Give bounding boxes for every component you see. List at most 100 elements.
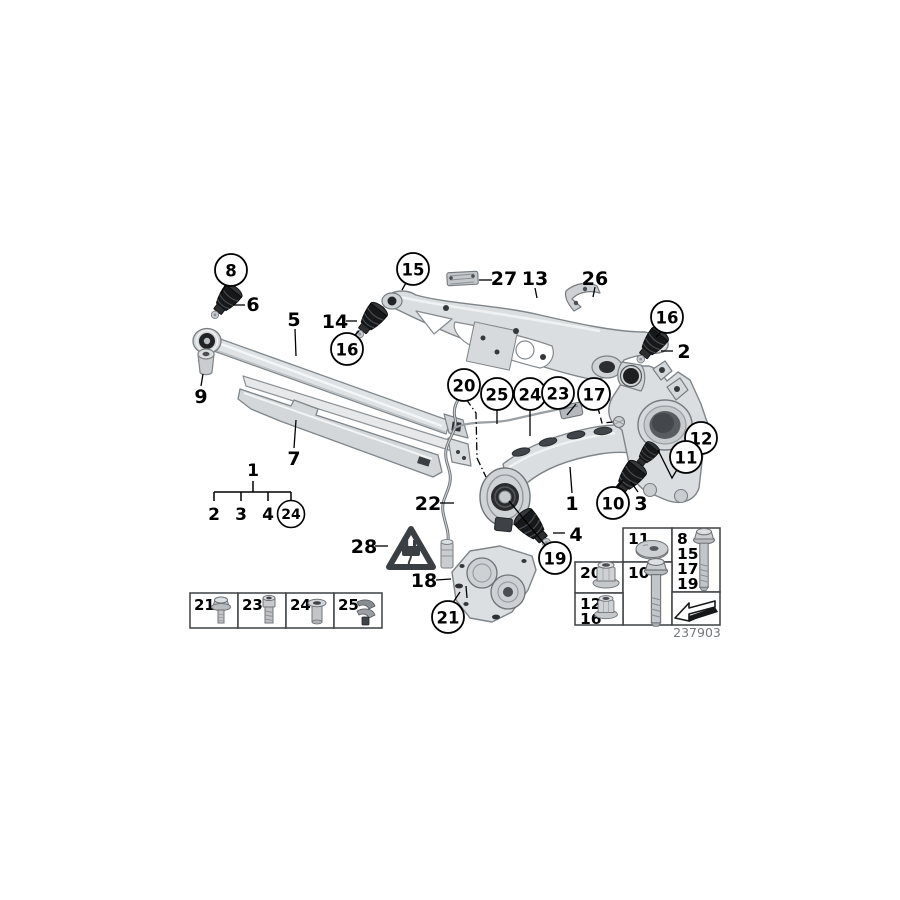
legend-cell-number[interactable]: 8 (677, 530, 688, 548)
callout-18[interactable]: 18 (411, 570, 437, 592)
callout-13[interactable]: 13 (522, 268, 548, 290)
legend-cell-box[interactable] (237, 592, 287, 629)
callout-26[interactable]: 26 (582, 268, 608, 290)
callout-27[interactable]: 27 (491, 268, 517, 290)
callout-6[interactable]: 6 (246, 294, 259, 316)
legend-cell-23[interactable]: 23 (237, 592, 287, 629)
callout-25[interactable]: 25 (480, 377, 514, 411)
part-nut-9 (197, 348, 215, 376)
callout-9[interactable]: 9 (194, 386, 207, 408)
callout-number[interactable]: 23 (547, 385, 570, 404)
legend-cell-11[interactable]: 11 (622, 527, 673, 563)
callout-23[interactable]: 23 (541, 376, 575, 410)
legend-cell-number[interactable]: 17 (677, 560, 699, 578)
callout-number[interactable]: 16 (336, 341, 359, 360)
callout-number[interactable]: 19 (544, 550, 567, 569)
legend-cell-number[interactable]: 19 (677, 575, 699, 593)
tree-child-label[interactable]: 24 (281, 507, 301, 523)
tree-child-label[interactable]: 3 (235, 505, 247, 525)
callout-number[interactable]: 2 (677, 341, 690, 363)
callout-circle[interactable] (650, 300, 684, 334)
legend-cell-21[interactable]: 21 (189, 592, 239, 629)
callout-number[interactable]: 20 (453, 377, 476, 396)
callout-number[interactable]: 6 (246, 294, 259, 316)
callout-circle[interactable] (214, 253, 248, 287)
legend-cell-number[interactable]: 24 (290, 596, 311, 614)
callout-circle[interactable] (541, 376, 575, 410)
callout-number[interactable]: 11 (675, 449, 698, 468)
callout-number[interactable]: 4 (569, 524, 582, 546)
callout-2[interactable]: 2 (677, 341, 690, 363)
callout-number[interactable]: 5 (287, 309, 300, 331)
callout-circle[interactable] (431, 600, 465, 634)
callout-14[interactable]: 14 (322, 311, 348, 333)
tree-child-circle[interactable] (276, 499, 306, 529)
leader-line (630, 481, 639, 493)
callout-5[interactable]: 5 (287, 309, 300, 331)
callout-number[interactable]: 15 (402, 261, 425, 280)
callout-number[interactable]: 24 (519, 386, 542, 405)
callout-circle[interactable] (447, 368, 481, 402)
callout-number[interactable]: 1 (565, 493, 578, 515)
callout-number[interactable]: 27 (491, 268, 517, 290)
legend-cell-box[interactable] (189, 592, 239, 629)
legend-cell-number[interactable]: 10 (628, 564, 650, 582)
callout-circle[interactable] (330, 332, 364, 366)
callout-24[interactable]: 24 (513, 377, 547, 411)
callout-circle[interactable] (538, 541, 572, 575)
callout-number[interactable]: 10 (602, 495, 625, 514)
callout-number[interactable]: 18 (411, 570, 437, 592)
callout-number[interactable]: 16 (656, 309, 679, 328)
callout-8[interactable]: 8 (214, 253, 248, 287)
callout-number[interactable]: 21 (437, 609, 460, 628)
callout-number[interactable]: 26 (582, 268, 608, 290)
callout-22[interactable]: 22 (415, 493, 441, 515)
callout-number[interactable]: 25 (486, 386, 509, 405)
callout-number[interactable]: 8 (225, 262, 236, 281)
callout-21[interactable]: 21 (431, 600, 465, 634)
callout-number[interactable]: 7 (287, 448, 300, 470)
callout-17[interactable]: 17 (577, 377, 611, 411)
callout-1[interactable]: 1 (565, 493, 578, 515)
callout-15[interactable]: 15 (396, 252, 430, 286)
legend-cell-number[interactable]: 25 (338, 596, 359, 614)
callout-4[interactable]: 4 (569, 524, 582, 546)
callout-10[interactable]: 10 (596, 486, 630, 520)
callout-circle[interactable] (577, 377, 611, 411)
callout-number[interactable]: 22 (415, 493, 441, 515)
callout-3[interactable]: 3 (634, 493, 647, 515)
callout-19[interactable]: 19 (538, 541, 572, 575)
callout-number[interactable]: 3 (634, 493, 647, 515)
tree-parent-label[interactable]: 1 (247, 461, 259, 481)
callout-16[interactable]: 16 (330, 332, 364, 366)
callout-number[interactable]: 13 (522, 268, 548, 290)
callout-20[interactable]: 20 (447, 368, 481, 402)
legend-cell-10[interactable]: 10 (622, 557, 673, 627)
callout-28[interactable]: 28 (351, 536, 377, 558)
tree-child-label[interactable]: 2 (208, 505, 220, 525)
callout-circle[interactable] (480, 377, 514, 411)
callout-circle[interactable] (596, 486, 630, 520)
legend-cell-24[interactable]: 24 (285, 592, 335, 629)
legend-cell-number[interactable]: 21 (194, 596, 215, 614)
callout-number[interactable]: 28 (351, 536, 377, 558)
legend-cell-20[interactable]: 20 (574, 561, 624, 594)
leader-line (294, 328, 297, 357)
legend-cell-number[interactable]: 20 (580, 564, 602, 582)
callout-16[interactable]: 16 (650, 300, 684, 334)
legend-cell-number[interactable]: 15 (677, 545, 699, 563)
legend-cell-number[interactable]: 23 (242, 596, 263, 614)
callout-11[interactable]: 11 (669, 440, 703, 474)
legend-cell-box[interactable] (285, 592, 335, 629)
legend-cell-number[interactable]: 12 (580, 595, 602, 613)
tree-child-label[interactable]: 4 (262, 505, 274, 525)
callout-circle[interactable] (669, 440, 703, 474)
callout-circle[interactable] (396, 252, 430, 286)
callout-number[interactable]: 14 (322, 311, 348, 333)
callout-number[interactable]: 9 (194, 386, 207, 408)
callout-7[interactable]: 7 (287, 448, 300, 470)
legend-cell-25[interactable]: 25 (333, 592, 383, 629)
callout-number[interactable]: 17 (583, 386, 606, 405)
